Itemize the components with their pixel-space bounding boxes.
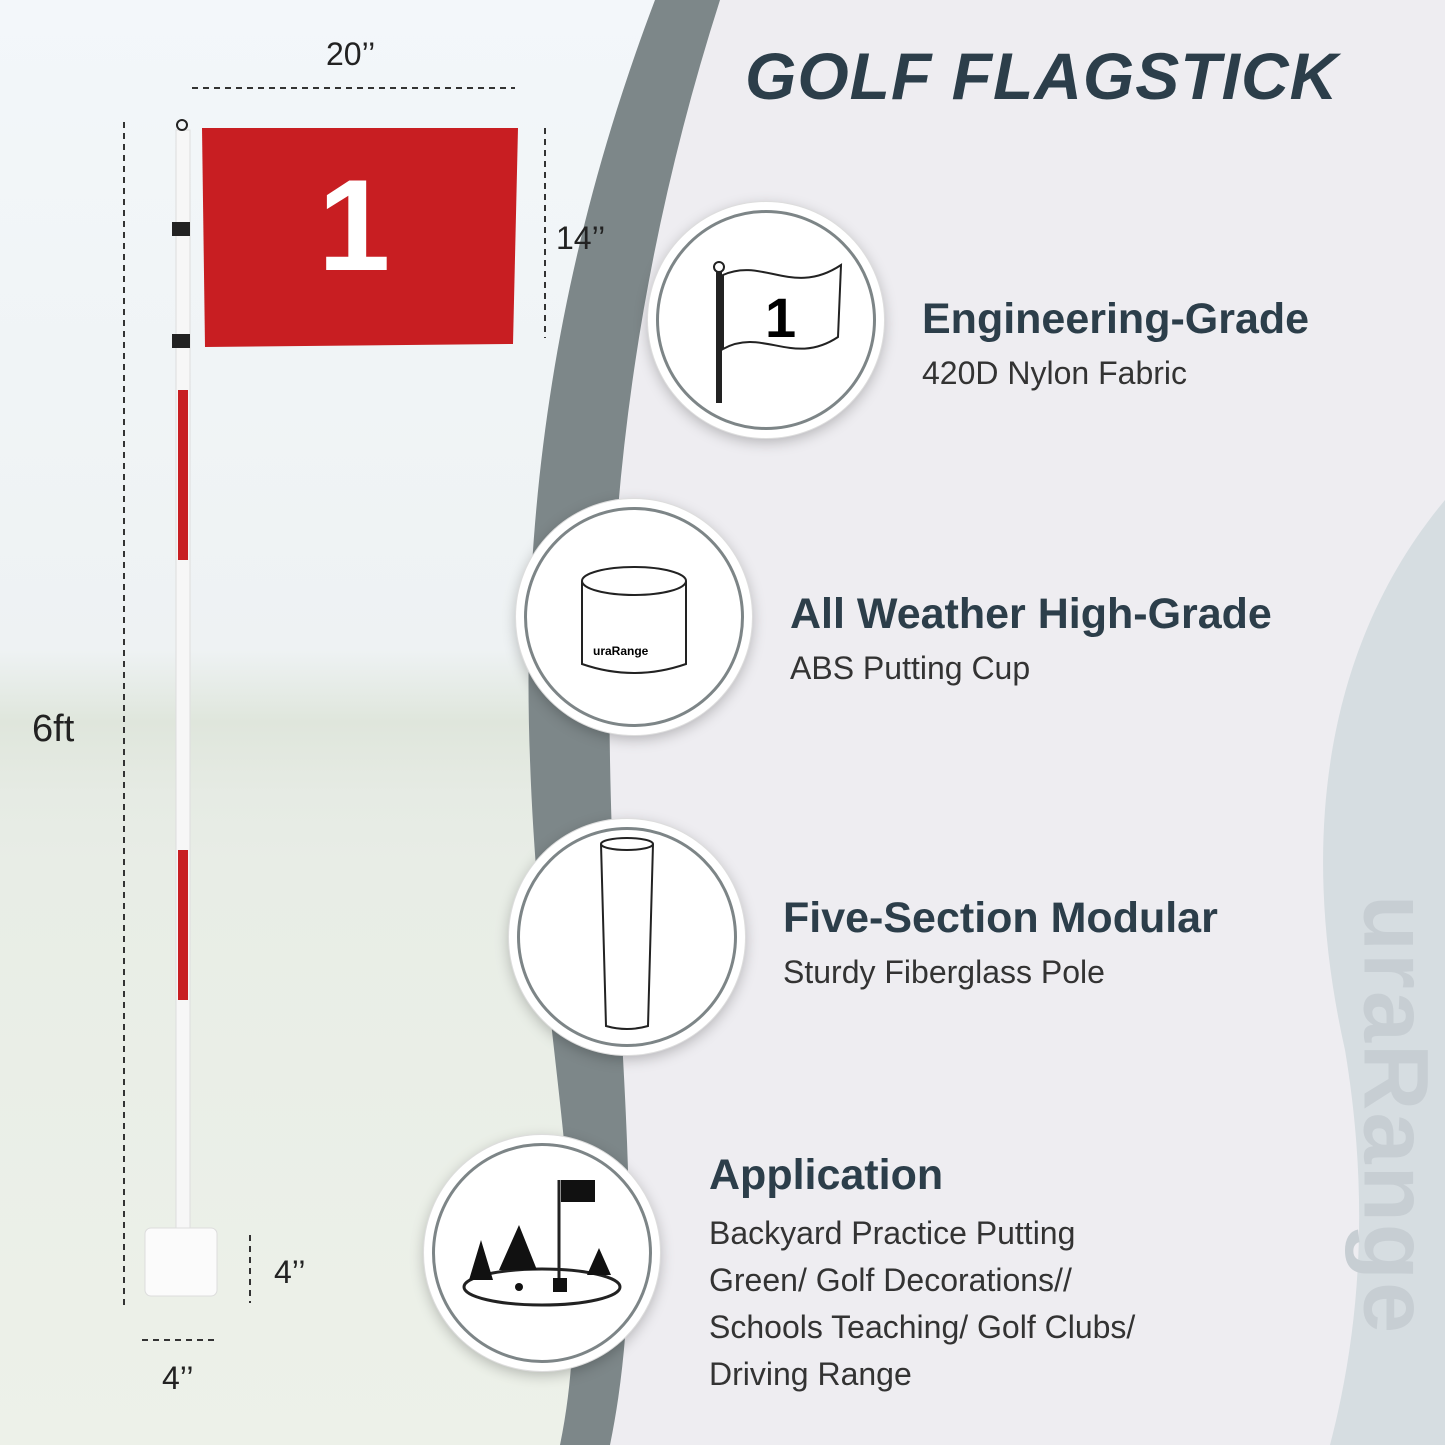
page-title: GOLF FLAGSTICK <box>745 39 1339 113</box>
flag <box>202 128 518 347</box>
putting-cup-icon: uraRange <box>516 499 752 735</box>
flag-height-label: 14’’ <box>556 220 606 256</box>
feature-text-list: Backyard Practice Putting Green/ Golf De… <box>709 1215 1136 1392</box>
feature-text: 420D Nylon Fabric <box>922 355 1187 391</box>
pole <box>172 119 191 1251</box>
pole-section-icon <box>509 819 745 1055</box>
feature-heading: All Weather High-Grade <box>790 590 1272 638</box>
feature-heading: Application <box>709 1151 944 1199</box>
putting-cup <box>144 1227 218 1297</box>
feature-text: ABS Putting Cup <box>790 650 1031 686</box>
brand-watermark: uraRange <box>1344 894 1445 1336</box>
cup-height-label: 4’’ <box>274 1254 306 1290</box>
cup-width-label: 4’’ <box>162 1360 194 1396</box>
feature-heading: Engineering-Grade <box>922 295 1310 343</box>
flagstick-illustration <box>123 87 546 1341</box>
golf-green-icon <box>424 1135 660 1371</box>
pole-height-label: 6ft <box>32 708 75 750</box>
flag-icon: 1 <box>648 202 884 438</box>
flag-width-label: 20’’ <box>326 36 376 72</box>
feature-text: Sturdy Fiberglass Pole <box>783 954 1105 990</box>
feature-heading: Five-Section Modular <box>783 894 1218 942</box>
flag-number: 1 <box>318 152 391 298</box>
